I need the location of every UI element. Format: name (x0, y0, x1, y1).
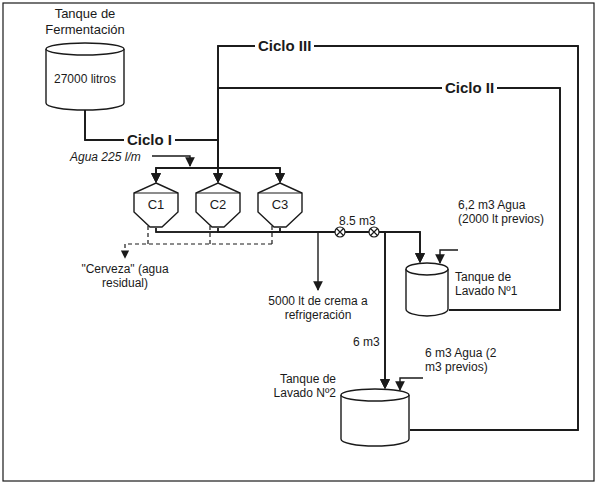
water-flow-label: Agua 225 l/m (70, 150, 154, 164)
flow-volume-label: 8.5 m3 (339, 214, 376, 228)
cream-output-label: 5000 lt de crema a refrigeración (263, 294, 373, 323)
tank-capacity: 27000 litros (45, 72, 125, 86)
tank-heading: Tanque de Fermentación (35, 6, 135, 37)
cycle-label: Ciclo II (442, 79, 497, 97)
flow-connector (156, 88, 560, 310)
flow-connector (85, 110, 218, 182)
centrifuge: C2 (194, 182, 242, 228)
flow-connector (218, 228, 420, 262)
wastewater-dashed-line (125, 226, 272, 258)
flow-connector (218, 46, 578, 430)
centrifuge-label: C3 (256, 197, 304, 213)
cycle-label: Ciclo III (255, 37, 314, 55)
flow-connector (85, 110, 218, 182)
flow-connector (218, 228, 385, 388)
frame-border (3, 3, 594, 481)
flow-connector (85, 110, 280, 182)
wastewater-label: "Cerveza" (agua residual) (70, 262, 180, 291)
flow-connector (156, 228, 385, 388)
flow-connector (218, 88, 560, 310)
water-tank1-arrow (440, 250, 458, 263)
tank-outline (340, 388, 410, 446)
tank-outline (405, 262, 449, 316)
tank-label: Tanque de Lavado Nº1 (455, 270, 527, 299)
flow-connector (218, 88, 560, 310)
cycle-label: Ciclo I (124, 131, 175, 149)
valve-symbol (369, 227, 379, 237)
wash-tank: Tanque de Lavado Nº1 (405, 262, 449, 316)
valve-symbol (335, 227, 345, 237)
water-input-label: 6,2 m3 Agua (2000 lt previos) (458, 198, 558, 227)
fermentation-tank: Tanque de Fermentación27000 litros (45, 42, 125, 110)
centrifuge-label: C1 (132, 197, 180, 213)
cream-outlet-arrow (317, 232, 318, 290)
water-input-label: 6 m3 Agua (2 m3 previos) (425, 346, 505, 375)
flow-connector (156, 46, 578, 430)
flow-connector (218, 46, 578, 430)
water-inlet-arrow (152, 156, 190, 166)
flow-connector (280, 228, 420, 262)
flow-connector (156, 228, 420, 262)
tank-label: Tanque de Lavado Nº2 (266, 372, 336, 401)
centrifuge: C1 (132, 182, 180, 228)
centrifuge-label: C2 (194, 197, 242, 213)
centrifuge: C3 (256, 182, 304, 228)
water-tank2-arrow (400, 378, 423, 390)
flow-volume-label: 6 m3 (353, 335, 380, 349)
wash-tank: Tanque de Lavado Nº2 (340, 388, 410, 446)
